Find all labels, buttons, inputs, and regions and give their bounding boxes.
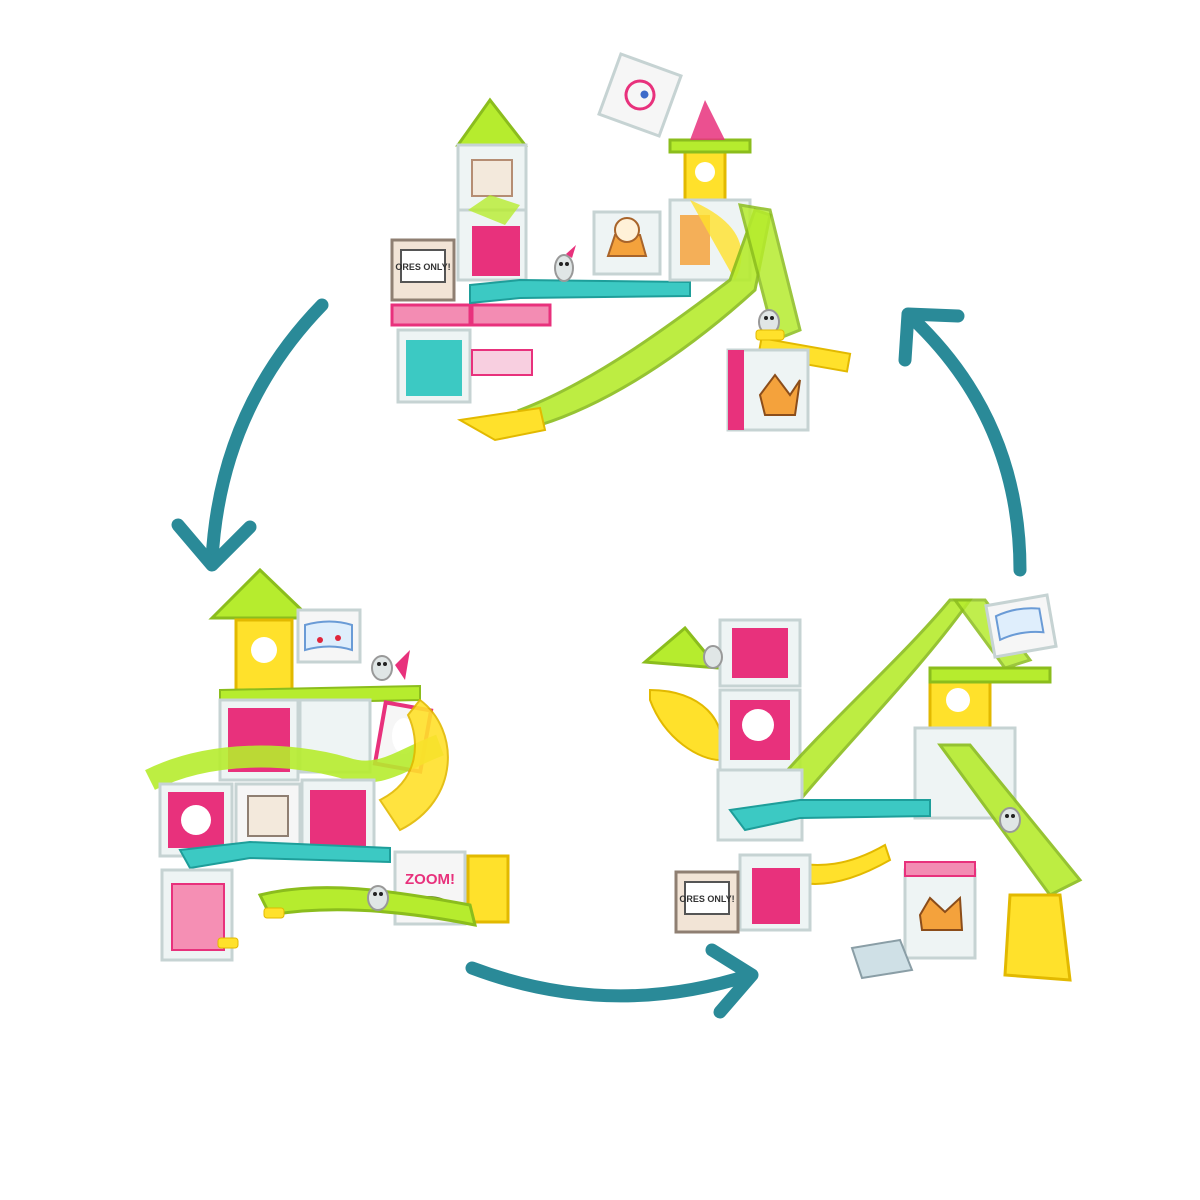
figure-top-a xyxy=(554,245,576,282)
arrow-top-to-left-head xyxy=(171,518,257,572)
zoom-sign-text: ZOOM! xyxy=(405,871,455,888)
arrow-left-to-right-head xyxy=(705,943,759,1019)
figure-top-b xyxy=(755,309,785,341)
cycle-arrows xyxy=(171,298,1027,1019)
sign-text-right: ORES ONLY! xyxy=(679,894,734,904)
sign-text-top: ORES ONLY! xyxy=(395,262,450,272)
sign-board-top: ORES ONLY! xyxy=(390,238,456,302)
arrow-right-to-top xyxy=(905,311,1027,577)
tower-left-top xyxy=(455,97,529,282)
build-bottom-right: ORES ONLY! xyxy=(641,593,1083,982)
build-top: ORES ONLY! xyxy=(390,52,852,442)
arrow-left-to-right xyxy=(465,961,757,1003)
arrow-top-to-left xyxy=(205,298,329,567)
build-bottom-left: ZOOM! xyxy=(145,567,510,962)
rail-bottom-left xyxy=(145,734,444,790)
tower-right-top xyxy=(668,100,752,282)
arrow-right-to-top-head xyxy=(898,307,965,367)
